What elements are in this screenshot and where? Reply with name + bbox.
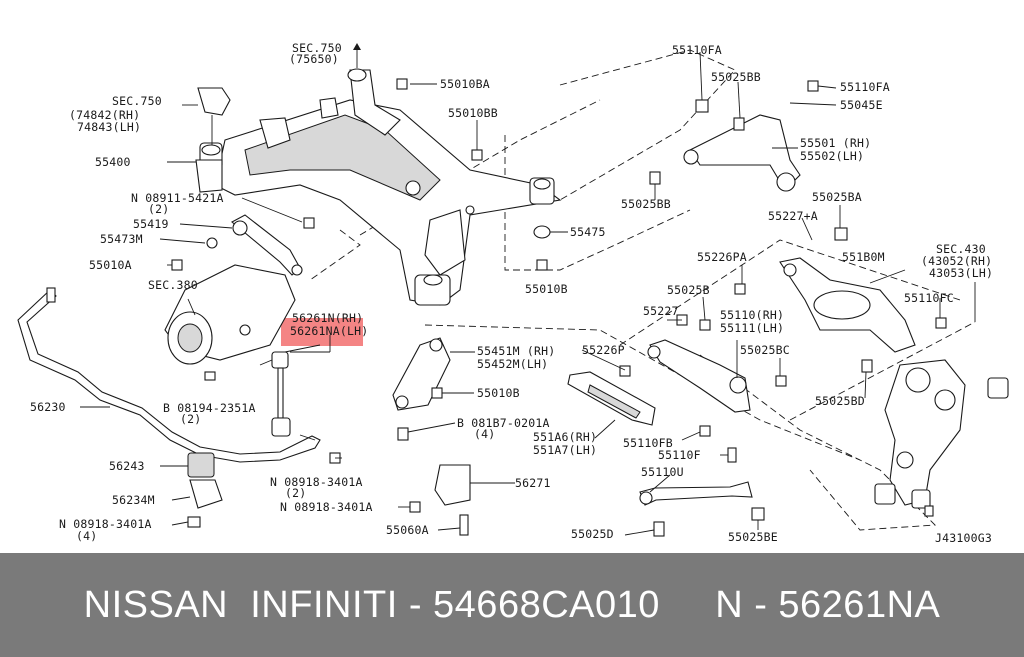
label-56230: 56230 [30,400,66,414]
label-55025BD: 55025BD [815,394,865,408]
label-55025BB-a: 55025BB [711,70,761,84]
label-55025BE: 55025BE [728,530,778,544]
label-55227: 55227 [643,304,679,318]
part-number-banner: NISSAN INFINITI - 54668CA010 N - 56261NA [0,553,1024,657]
label-sec380: SEC.380 [148,278,198,292]
label-55502: 55502(LH) [800,149,864,163]
label-55025D: 55025D [571,527,614,541]
label-56243: 56243 [109,459,145,473]
label-56261NA: 56261NA(LH) [290,324,368,338]
highlight-marker [281,318,363,346]
link-55110U [639,447,765,537]
label-55419: 55419 [133,217,169,231]
parts-diagram: SEC.750 (75650) 55010BA SEC.750 (74842(R… [17,41,1009,545]
label-55025BC: 55025BC [740,343,790,357]
bushing-55475 [533,225,551,239]
bracket-55451M [392,337,451,441]
label-55111: 55111(LH) [720,321,784,335]
label-55110U: 55110U [641,465,684,479]
label-74842: (74842(RH) [69,108,140,122]
label-08918c: N 08918-3401A [280,500,373,514]
label-55400: 55400 [95,155,131,169]
leader-lines [80,51,976,536]
label-56271: 56271 [515,476,551,490]
label-sec750-top: SEC.750 [292,41,342,55]
label-08918a-qty: (2) [285,486,306,500]
label-55110FC: 55110FC [904,291,954,305]
label-sec430: SEC.430 [936,242,986,256]
diagram-svg: SEC.750 (75650) 55010BA SEC.750 (74842(R… [17,41,1009,545]
label-08918b: N 08918-3401A [59,517,152,531]
label-56261N: 56261N(RH) [292,311,363,325]
differential-sec380 [164,264,296,381]
label-55110FA-b: 55110FA [840,80,890,94]
label-55025BB-b: 55025BB [621,197,671,211]
label-55060A: 55060A [386,523,429,537]
link-55110 [647,339,787,413]
arrow-up-icon [353,43,361,68]
label-55010BA: 55010BA [440,77,490,91]
label-55110: 55110(RH) [720,308,784,322]
label-55451M: 55451M (RH) [477,344,555,358]
mount-bushing [195,159,223,193]
bracket-74842 [197,87,231,116]
label-08194-qty: (2) [180,412,201,426]
label-081B7: B 081B7-0201A [457,416,550,430]
label-551A6: 551A6(RH) [533,430,597,444]
knuckle-sec430 [874,359,1009,517]
label-74843: 74843(LH) [77,120,141,134]
stabilizer-link-56261 [259,351,316,441]
bracket-56271 [434,464,471,536]
label-55010B-b: 55010B [525,282,568,296]
label-sec750-left: SEC.750 [112,94,162,108]
label-55010BB: 55010BB [448,106,498,120]
label-55227A: 55227+A [768,209,818,223]
label-43052: (43052(RH) [921,254,992,268]
label-08918a: N 08918-3401A [270,475,363,489]
label-551A7: 551A7(LH) [533,443,597,457]
label-08194: B 08194-2351A [163,401,256,415]
label-figure-id: J43100G3 [935,531,992,545]
label-55025B: 55025B [667,283,710,297]
label-55226P: 55226P [582,343,625,357]
stabilizer-bar-56230 [17,287,321,528]
link-551A6 [567,371,656,426]
label-55110F: 55110F [658,448,701,462]
label-08911: N 08911-5421A [131,191,224,205]
toe-link-55419 [171,214,303,276]
label-55110FA-a: 55110FA [672,43,722,57]
label-55045E: 55045E [840,98,883,112]
label-55226PA: 55226PA [697,250,747,264]
label-55473M: 55473M [100,232,143,246]
label-55025BA: 55025BA [812,190,862,204]
label-081B7-qty: (4) [474,427,495,441]
label-55475: 55475 [570,225,606,239]
label-sec750-top-sub: (75650) [289,52,339,66]
label-55010B-a: 55010B [477,386,520,400]
nut-55010B [536,259,548,271]
label-43053: 43053(LH) [929,266,993,280]
label-56234M: 56234M [112,493,155,507]
upper-arm-55501 [649,80,819,192]
label-08911-qty: (2) [148,202,169,216]
subframe-55400 [199,68,562,306]
label-08918b-qty: (4) [76,529,97,543]
banner-text: NISSAN INFINITI - 54668CA010 N - 56261NA [83,584,941,626]
part-labels: SEC.750 (75650) 55010BA SEC.750 (74842(R… [30,41,993,545]
label-55110FB: 55110FB [623,436,673,450]
label-551B0M: 551B0M [842,250,885,264]
label-55452M: 55452M(LH) [477,357,548,371]
label-55501: 55501 (RH) [800,136,871,150]
label-55010A: 55010A [89,258,132,272]
lower-arm-551B0M [734,227,916,373]
